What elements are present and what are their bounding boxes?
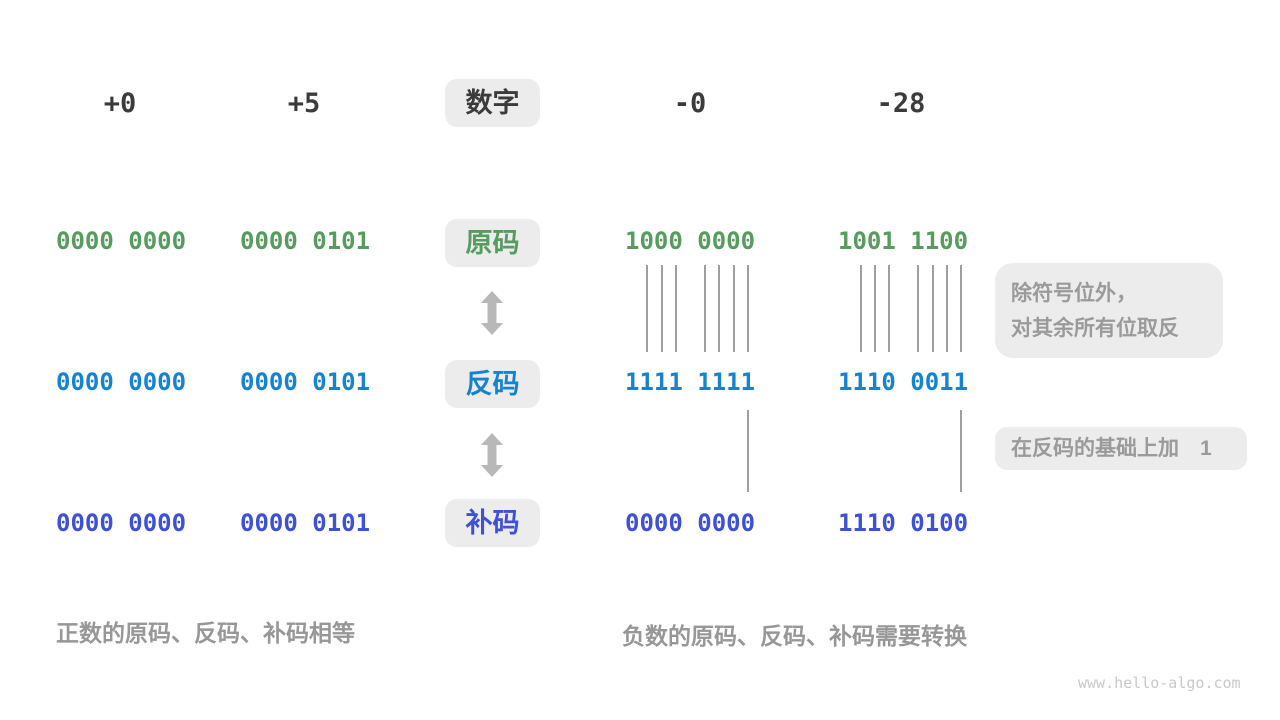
watermark: www.hello-algo.com	[1078, 674, 1241, 692]
ones-complement-plus-zero: 0000 0000	[56, 368, 187, 396]
negative-numbers-caption: 负数的原码、反码、补码需要转换	[622, 623, 967, 649]
bit-tick-line	[946, 265, 948, 352]
header-value-minus-twenty-eight: -28	[876, 88, 926, 119]
number-label-text: 数字	[465, 87, 520, 118]
bit-tick-line	[661, 265, 663, 352]
sign-magnitude-plus-zero: 0000 0000	[56, 227, 187, 255]
sign-magnitude-minus-twenty-eight: 1001 1100	[838, 227, 969, 255]
sign-magnitude-plus-five: 0000 0101	[240, 227, 371, 255]
ones-complement-label: 反码	[465, 368, 520, 399]
invert-bits-note-line2: 对其余所有位取反	[1011, 316, 1179, 340]
bit-tick-line	[874, 265, 876, 352]
twos-complement-label: 补码	[465, 507, 520, 538]
bit-tick-line	[932, 265, 934, 352]
positive-numbers-caption: 正数的原码、反码、补码相等	[56, 620, 355, 646]
twos-complement-minus-zero: 0000 0000	[625, 509, 756, 537]
sign-magnitude-minus-zero: 1000 0000	[625, 227, 756, 255]
bit-tick-line	[675, 265, 677, 352]
invert-bits-note-line1: 除符号位外，	[1011, 281, 1137, 305]
ones-complement-chip: 反码	[445, 360, 540, 408]
updown-arrow-icon	[479, 291, 505, 335]
twos-complement-plus-five: 0000 0101	[240, 509, 371, 537]
number-label-chip: 数字	[445, 79, 540, 127]
bit-tick-line	[960, 265, 962, 352]
bit-tick-line	[718, 265, 720, 352]
bit-tick-line	[960, 410, 962, 492]
bit-tick-line	[917, 265, 919, 352]
bit-tick-line	[733, 265, 735, 352]
bit-tick-line	[860, 265, 862, 352]
bit-tick-line	[646, 265, 648, 352]
bit-tick-line	[747, 410, 749, 492]
sign-magnitude-chip: 原码	[445, 219, 540, 267]
add-one-note-text: 在反码的基础上加 1	[1011, 437, 1212, 460]
bit-tick-line	[888, 265, 890, 352]
add-one-note: 在反码的基础上加 1	[995, 427, 1247, 470]
header-value-minus-zero: -0	[673, 88, 707, 119]
ones-complement-plus-five: 0000 0101	[240, 368, 371, 396]
ones-complement-minus-twenty-eight: 1110 0011	[838, 368, 969, 396]
header-value-plus-five: +5	[287, 88, 321, 119]
bit-tick-line	[747, 265, 749, 352]
invert-bits-note: 除符号位外， 对其余所有位取反	[995, 263, 1223, 358]
ones-complement-minus-zero: 1111 1111	[625, 368, 756, 396]
sign-magnitude-label: 原码	[465, 227, 520, 258]
twos-complement-chip: 补码	[445, 499, 540, 547]
twos-complement-plus-zero: 0000 0000	[56, 509, 187, 537]
updown-arrow-icon	[479, 433, 505, 477]
header-value-plus-zero: +0	[103, 88, 137, 119]
bit-tick-line	[704, 265, 706, 352]
twos-complement-minus-twenty-eight: 1110 0100	[838, 509, 969, 537]
